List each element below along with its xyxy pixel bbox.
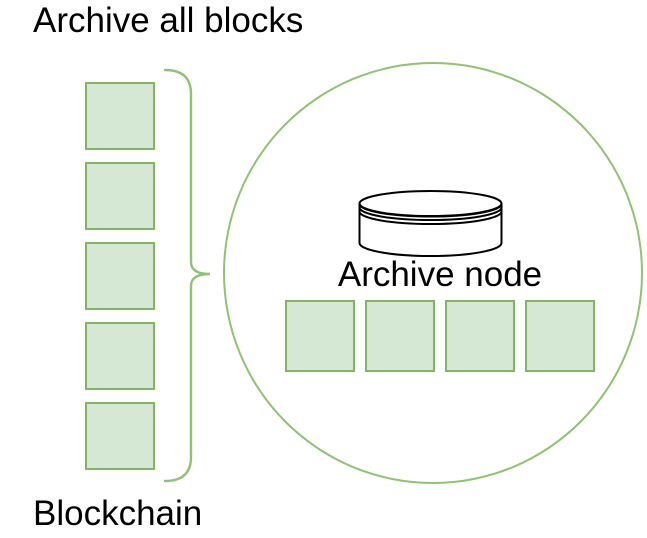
archive-node-circle [223, 62, 643, 484]
archive-blocks-row [285, 300, 595, 372]
blockchain-block [85, 242, 155, 310]
blockchain-label: Blockchain [33, 494, 203, 533]
page-title: Archive all blocks [33, 1, 304, 40]
archive-block [285, 300, 355, 372]
blockchain-column [85, 82, 155, 470]
archive-node-label: Archive node [337, 255, 543, 294]
blockchain-block [85, 322, 155, 390]
blockchain-block [85, 82, 155, 150]
grouping-brace-icon [163, 68, 211, 483]
archive-block [445, 300, 515, 372]
archive-block [525, 300, 595, 372]
blockchain-block [85, 162, 155, 230]
archive-block [365, 300, 435, 372]
blockchain-block [85, 402, 155, 470]
database-icon [358, 190, 503, 257]
